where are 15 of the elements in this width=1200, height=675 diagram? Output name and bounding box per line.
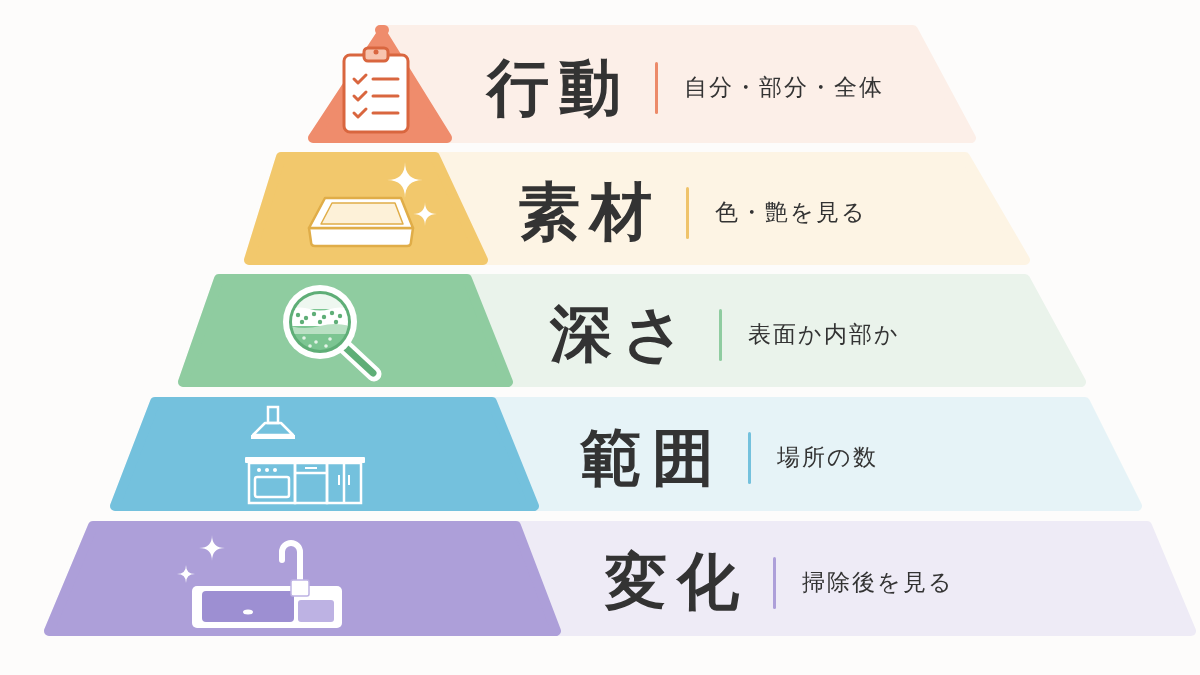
tier-heading: 素材	[518, 178, 662, 247]
pyramid-tier	[308, 25, 976, 143]
tier-heading: 範囲	[580, 423, 724, 493]
tier-description: 表面か内部か	[748, 320, 900, 349]
pyramid-tier	[244, 152, 1030, 265]
tier-heading: 行動	[487, 53, 631, 123]
tier-description: 掃除後を見る	[802, 568, 954, 597]
tier-description: 自分・部分・全体	[684, 74, 884, 102]
tier-heading: 深さ	[550, 300, 695, 369]
tier-description: 色・艶を見る	[715, 198, 867, 227]
tier-description: 場所の数	[777, 444, 878, 472]
tier-heading: 変化	[605, 548, 749, 617]
pyramid-tier	[178, 274, 1086, 387]
pyramid-tier	[44, 521, 1196, 636]
pyramid-tier	[110, 397, 1142, 511]
